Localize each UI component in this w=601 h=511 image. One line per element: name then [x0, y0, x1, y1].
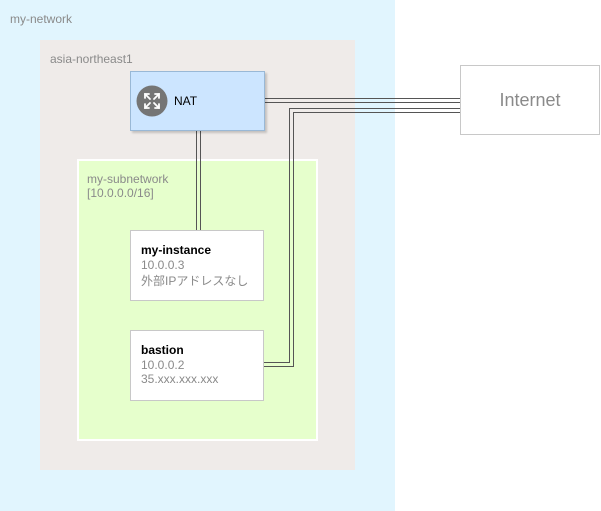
instance-external-ip: 35.xxx.xxx.xxx: [141, 372, 219, 386]
region-label: asia-northeast1: [50, 52, 133, 66]
instance-ip: 10.0.0.3: [141, 258, 185, 272]
instance-title: my-instance: [141, 243, 212, 257]
internet-node[interactable]: Internet: [460, 65, 600, 135]
instance-bastion[interactable]: bastion 10.0.0.2 35.xxx.xxx.xxx: [130, 330, 264, 401]
instance-title: bastion: [141, 343, 184, 357]
instance-ip: 10.0.0.2: [141, 358, 185, 372]
network-label: my-network: [10, 12, 73, 26]
nat-label: NAT: [174, 94, 198, 108]
instance-external-ip: 外部IPアドレスなし: [141, 274, 249, 288]
subnet-cidr: [10.0.0.0/16]: [87, 186, 154, 200]
router-icon: [136, 85, 168, 117]
instance-my-instance[interactable]: my-instance 10.0.0.3 外部IPアドレスなし: [130, 230, 264, 301]
subnet-name: my-subnetwork: [87, 172, 169, 186]
internet-label: Internet: [499, 90, 561, 110]
nat-gateway[interactable]: NAT: [130, 71, 265, 131]
